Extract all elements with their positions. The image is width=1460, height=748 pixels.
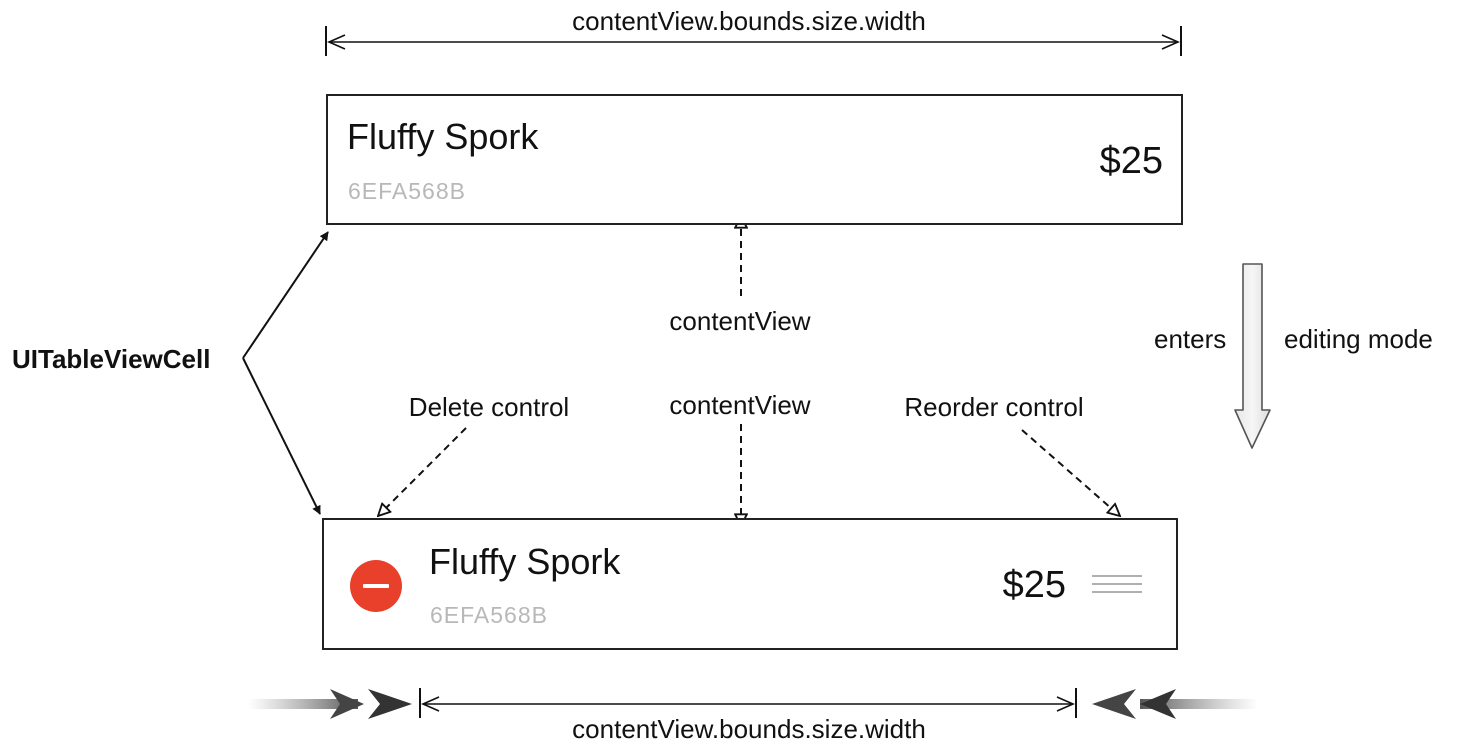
delete-control-pointer	[378, 427, 467, 516]
content-view-label-top: contentView	[669, 306, 811, 336]
content-view-label-bottom: contentView	[669, 390, 811, 420]
table-view-cell-editing: Fluffy Spork 6EFA568B $25	[322, 518, 1178, 650]
cell-title: Fluffy Spork	[429, 541, 621, 582]
transition-label-editing-mode: editing mode	[1284, 324, 1433, 354]
bottom-width-dimension	[419, 688, 1077, 718]
top-width-dimension	[325, 26, 1182, 56]
width-label-top: contentView.bounds.size.width	[572, 6, 926, 36]
transition-label-enters: enters	[1154, 324, 1227, 354]
width-label-bottom: contentView.bounds.size.width	[572, 714, 926, 744]
left-shrink-arrows	[248, 689, 412, 719]
reorder-control-label: Reorder control	[904, 392, 1084, 422]
table-view-cell-normal: Fluffy Spork 6EFA568B $25	[326, 94, 1183, 225]
cell-pointer-arrows	[242, 231, 329, 515]
editing-mode-arrow	[1234, 263, 1271, 449]
delete-control-icon[interactable]	[350, 560, 402, 612]
delete-control-label: Delete control	[408, 392, 570, 422]
minus-icon	[363, 584, 389, 588]
cell-serial: 6EFA568B	[430, 602, 548, 628]
reorder-control-pointer	[1021, 429, 1120, 516]
cell-price: $25	[1002, 564, 1066, 606]
cell-price: $25	[1099, 140, 1163, 182]
cell-title: Fluffy Spork	[347, 116, 539, 157]
right-shrink-arrows	[1092, 689, 1258, 719]
cell-serial: 6EFA568B	[348, 178, 466, 204]
reorder-handle-icon[interactable]	[1092, 573, 1142, 595]
uitableviewcell-label: UITableViewCell	[12, 344, 211, 374]
